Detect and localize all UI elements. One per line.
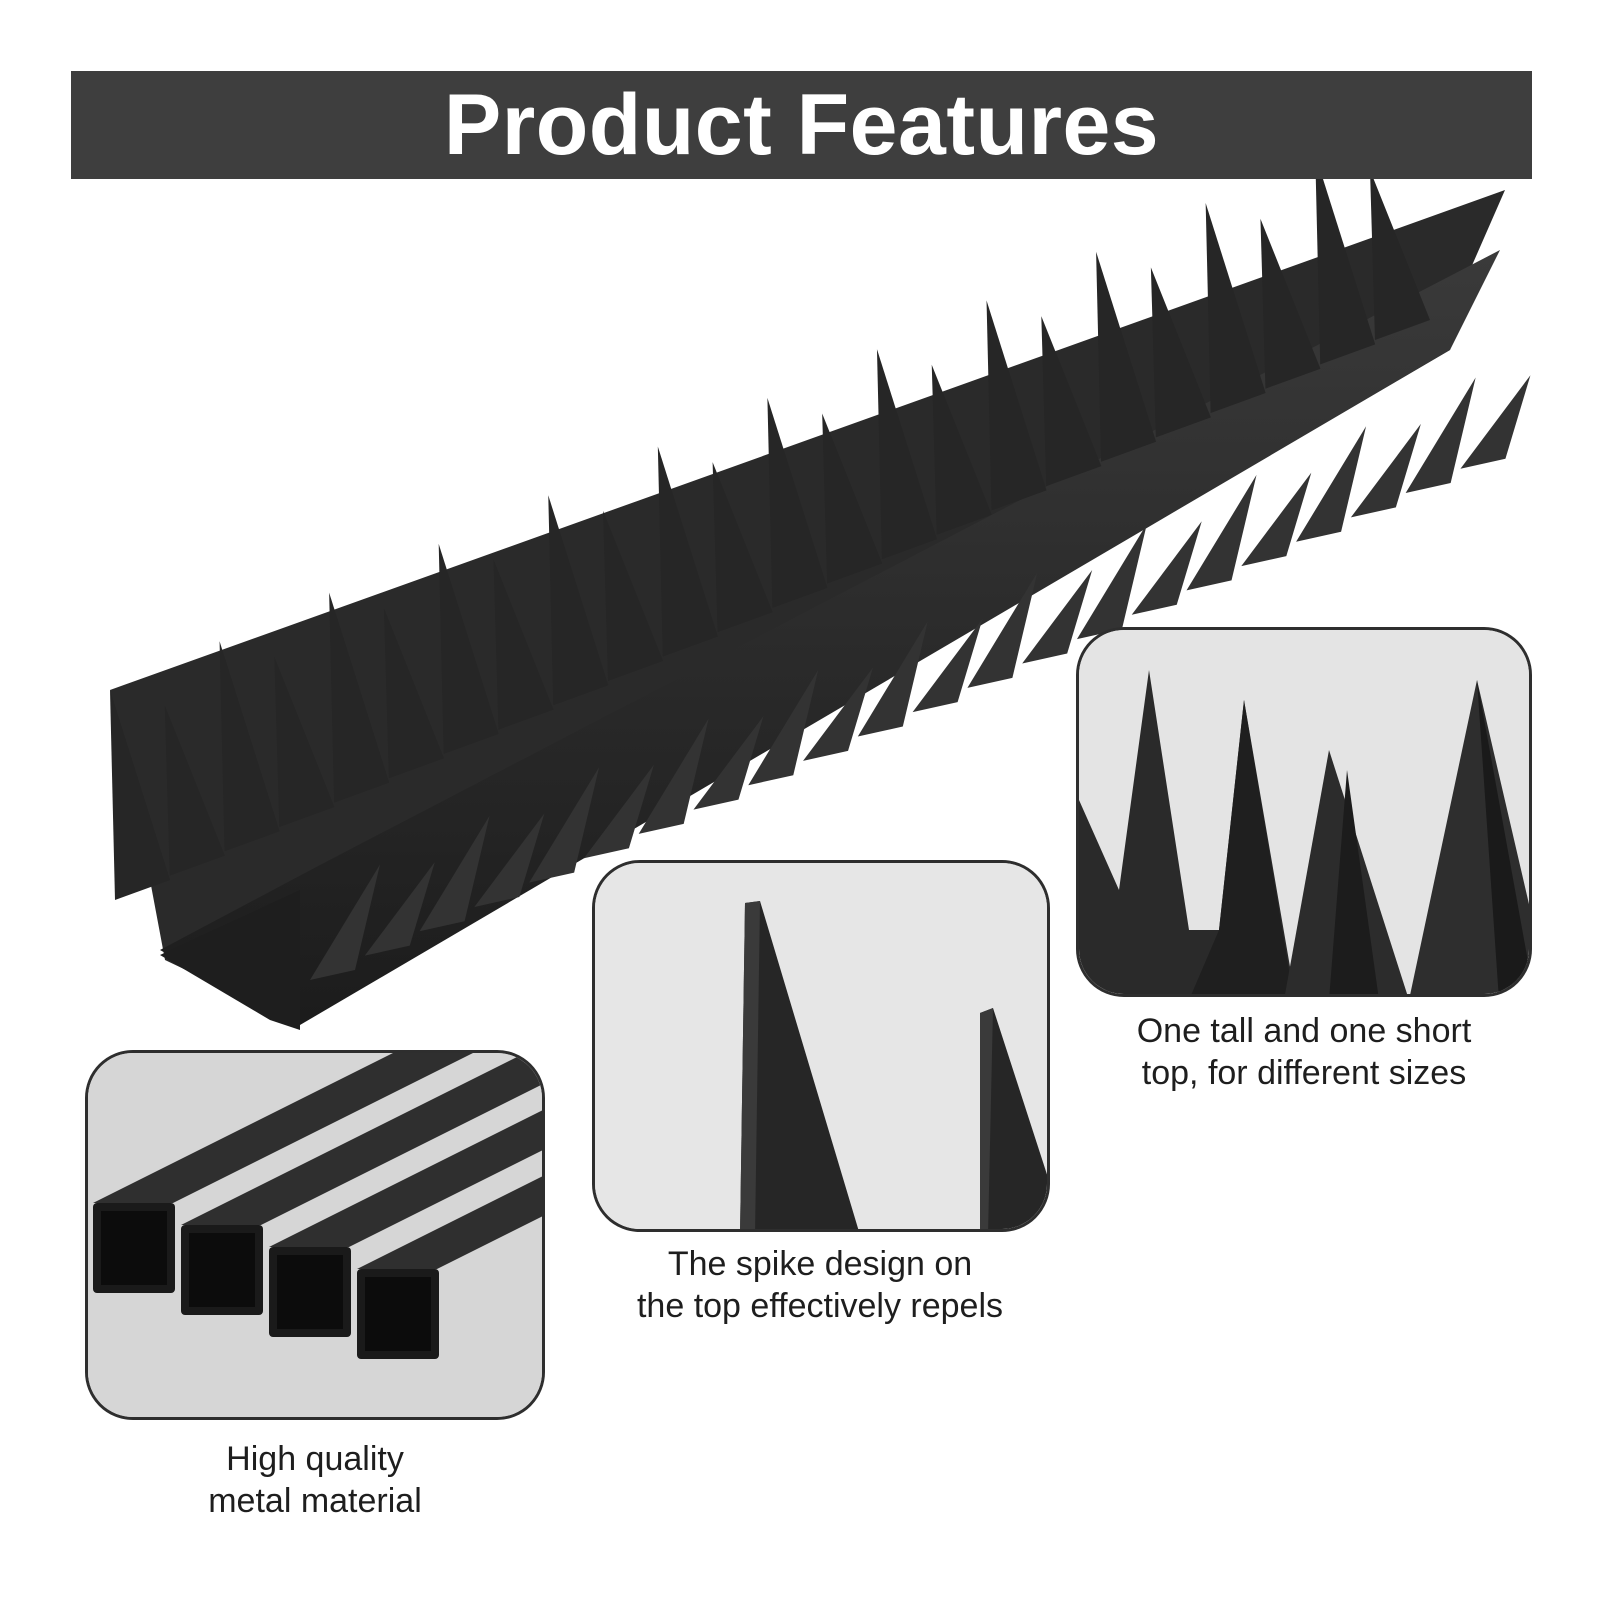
back-spike — [931, 364, 992, 535]
front-spike — [803, 667, 874, 761]
front-spike — [1296, 426, 1367, 542]
square-tube — [269, 1110, 542, 1337]
front-spike — [912, 618, 983, 713]
back-spike — [1041, 316, 1102, 487]
front-spike — [1460, 375, 1531, 469]
back-spike — [110, 690, 170, 900]
back-spike — [712, 462, 773, 633]
square-tube — [93, 1053, 473, 1293]
back-spike — [822, 413, 883, 584]
front-spike — [693, 716, 764, 810]
spike-design-caption: The spike design on the top effectively … — [570, 1243, 1070, 1327]
front-spike — [1241, 472, 1312, 567]
metal-caption-line1: High quality — [226, 1440, 404, 1478]
back-spike — [219, 641, 280, 852]
title-banner: Product Features — [71, 71, 1532, 179]
front-spike — [857, 621, 928, 737]
front-spike — [1405, 377, 1476, 494]
back-spike — [1096, 251, 1157, 462]
front-spike — [474, 813, 545, 907]
metal-material-panel — [85, 1050, 545, 1420]
back-spike — [493, 559, 554, 730]
spike-design-panel — [592, 860, 1050, 1232]
square-tubes-image — [88, 1053, 542, 1417]
spike-tops-panel — [1076, 627, 1532, 997]
spike-closeup-image — [595, 863, 1047, 1229]
back-spike — [1205, 203, 1266, 414]
metal-caption-line2: metal material — [208, 1482, 422, 1520]
back-spike — [1260, 218, 1321, 389]
spike-design-caption-line2: the top effectively repels — [636, 1287, 1004, 1325]
front-spike — [310, 864, 380, 980]
square-tube — [357, 1176, 542, 1359]
front-spike — [583, 764, 654, 859]
back-spike — [1370, 170, 1430, 340]
back-spike — [164, 705, 225, 876]
front-spike — [1076, 523, 1147, 640]
front-spike — [364, 862, 435, 956]
back-spike — [1150, 267, 1211, 438]
back-spike — [603, 510, 664, 681]
tall-short-caption: One tall and one short top, for differen… — [1076, 1010, 1532, 1094]
back-spike — [383, 608, 444, 779]
spike-tops-image — [1079, 630, 1529, 994]
back-spike — [1315, 154, 1376, 365]
front-spike — [1186, 474, 1257, 591]
front-spike — [1022, 569, 1093, 664]
front-spike — [967, 572, 1038, 688]
back-spike — [548, 495, 609, 706]
metal-caption: High quality metal material — [85, 1438, 545, 1522]
back-spike — [876, 349, 937, 560]
front-spike — [529, 767, 600, 883]
spike-design-caption-line1: The spike design on — [667, 1245, 973, 1283]
front-spike — [1350, 423, 1421, 518]
front-spike — [1131, 521, 1202, 615]
page-title: Product Features — [443, 76, 1160, 173]
back-spike — [657, 446, 718, 657]
back-spike — [986, 300, 1047, 511]
tall-short-caption-line1: One tall and one short — [1136, 1012, 1472, 1050]
back-spike — [274, 656, 335, 827]
back-spike — [438, 543, 499, 754]
tall-short-caption-line2: top, for different sizes — [1141, 1054, 1467, 1092]
back-spike — [767, 397, 828, 608]
back-spike — [329, 592, 390, 803]
front-spike — [748, 669, 819, 786]
front-spike — [638, 718, 709, 834]
square-tube — [181, 1053, 542, 1315]
front-spike — [419, 815, 490, 932]
